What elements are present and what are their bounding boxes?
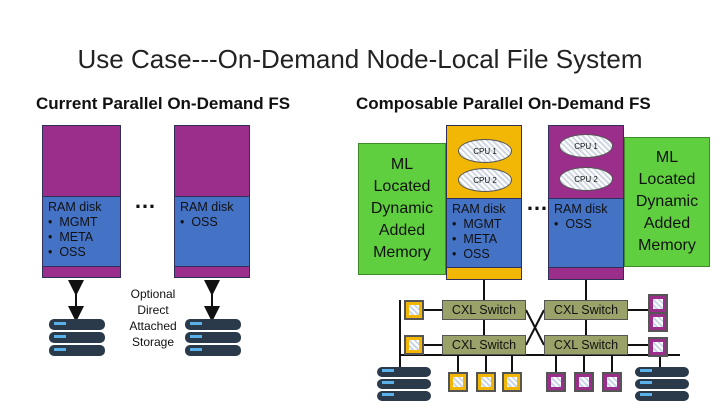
ram-disk-label: RAM disk (452, 202, 506, 216)
ram-item: • MGMT (48, 215, 98, 229)
ram-disk-block-1 (42, 196, 121, 267)
ram-disk-block-3 (446, 198, 522, 268)
right-heading: Composable Parallel On-Demand FS (356, 94, 651, 113)
slide-title: Use Case---On-Demand Node-Local File Sys… (77, 44, 643, 74)
ram-item: • OSS (180, 215, 218, 229)
memory-chip-icon (404, 300, 424, 320)
cpu-2-icon: CPU 2 (559, 167, 613, 191)
ram-item: • META (48, 230, 94, 244)
cpu-1-icon: CPU 1 (559, 134, 613, 158)
memory-chip-icon (648, 337, 668, 357)
memory-chip-icon (476, 372, 496, 392)
memory-chip-icon (404, 335, 424, 355)
left-heading: Current Parallel On-Demand FS (36, 94, 291, 113)
memory-chip-icon (448, 372, 468, 392)
ram-item: • OSS (554, 217, 592, 231)
ram-disk-block-2 (174, 196, 250, 267)
cpu-1-icon: CPU 1 (458, 139, 512, 163)
cxl-switch: CXL Switch (442, 335, 526, 355)
cpu-2-icon: CPU 2 (458, 168, 512, 192)
ml-memory-right: ML Located Dynamic Added Memory (624, 137, 710, 267)
cxl-switch: CXL Switch (442, 300, 526, 320)
ram-disk-label: RAM disk (180, 200, 234, 214)
ram-item: • OSS (452, 247, 490, 261)
ram-disk-text-3: RAM disk • MGMT • META • OSS (452, 202, 505, 262)
cxl-switch: CXL Switch (544, 335, 628, 355)
storage-stack-icon (377, 367, 431, 401)
memory-chip-icon (574, 372, 594, 392)
ram-disk-label: RAM disk (554, 202, 608, 216)
optional-storage-label: Optional Direct Attached Storage (129, 287, 177, 349)
storage-stack-icon (185, 319, 241, 356)
memory-chip-icon (502, 372, 522, 392)
ml-memory-left: ML Located Dynamic Added Memory (358, 143, 446, 275)
memory-chip-icon (648, 312, 668, 332)
ram-disk-text-4: RAM disk • OSS (554, 202, 607, 232)
ram-disk-label: RAM disk (48, 200, 102, 214)
ellipsis: … (134, 188, 157, 213)
ram-item: • OSS (48, 245, 86, 259)
memory-chip-icon (546, 372, 566, 392)
cxl-switch: CXL Switch (544, 300, 628, 320)
memory-chip-icon (648, 294, 668, 314)
ram-disk-block-4 (548, 198, 624, 268)
ram-item: • MGMT (452, 217, 502, 231)
ellipsis: … (526, 190, 549, 215)
memory-chip-icon (602, 372, 622, 392)
ram-item: • META (452, 232, 498, 246)
storage-stack-icon (635, 367, 689, 401)
ram-disk-text-2: RAM disk • OSS (180, 200, 233, 230)
storage-stack-icon (49, 319, 105, 356)
ram-disk-text-1: RAM disk • MGMT • META • OSS (48, 200, 101, 260)
